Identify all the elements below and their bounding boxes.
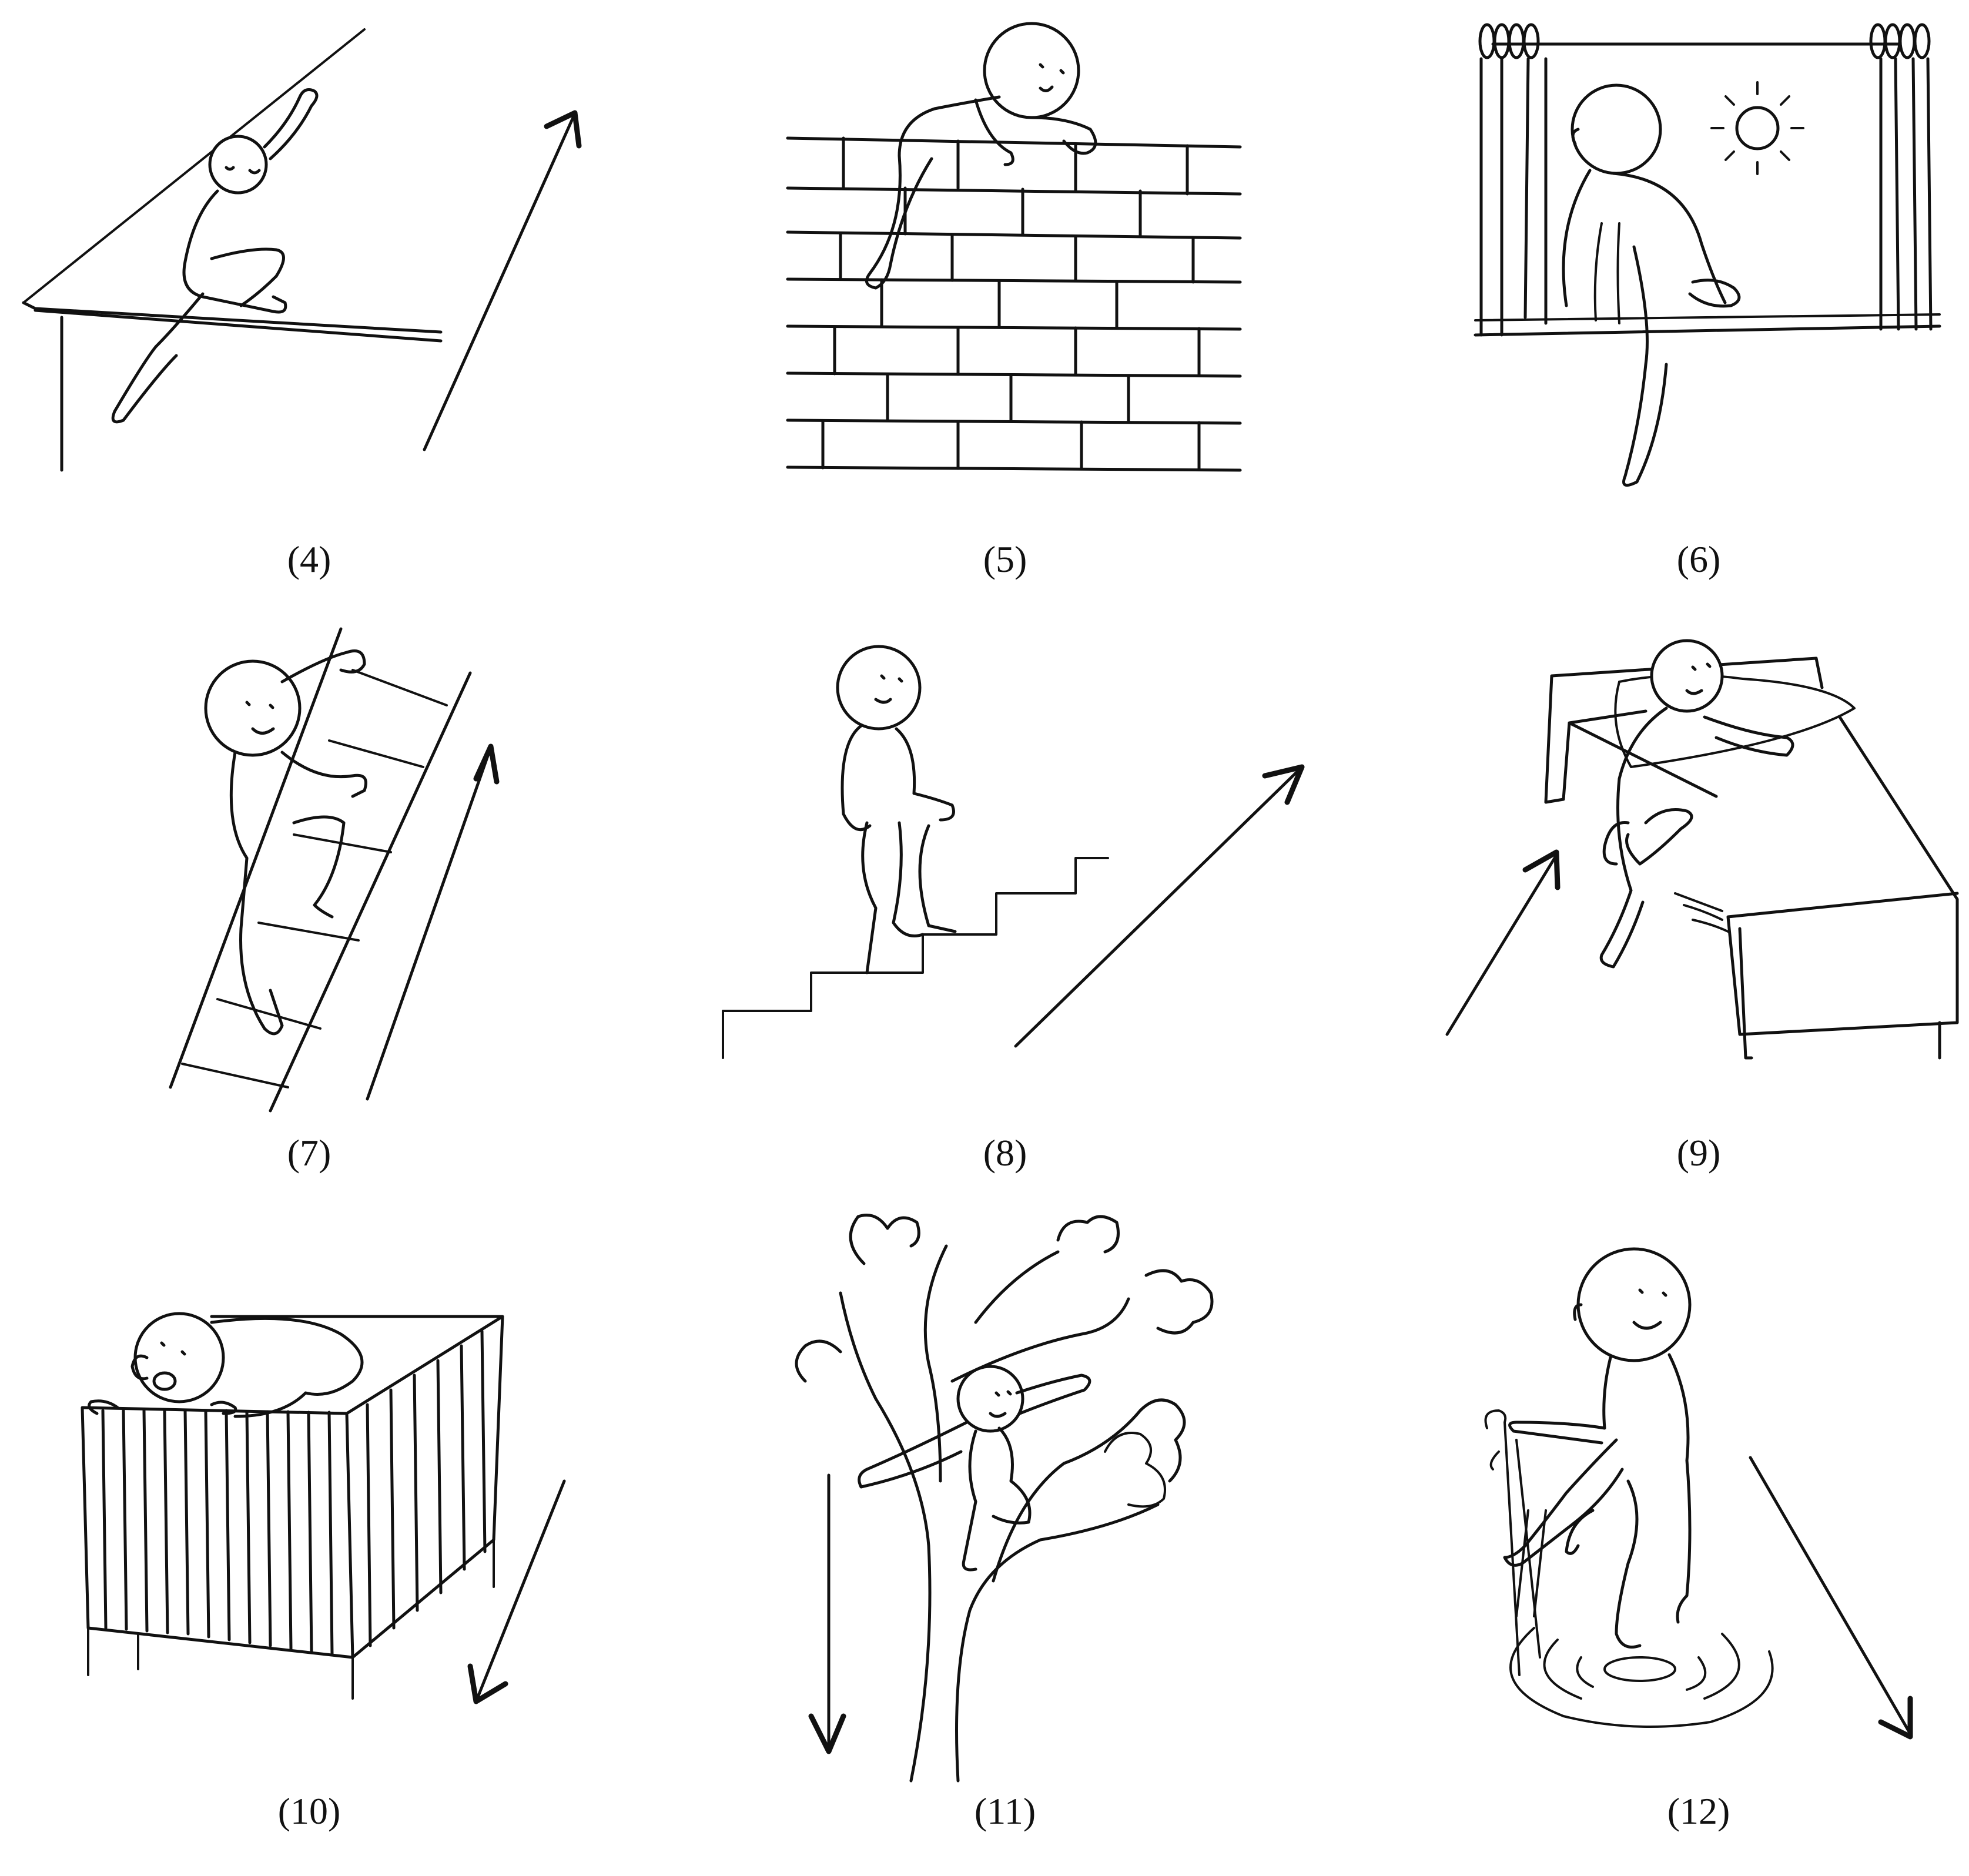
arrow-down-right-icon [1749,1456,1913,1740]
arrow-down-left-icon [467,1479,566,1704]
panel-6-window-climb [1458,0,1969,500]
panel-9-bed-climb [1411,611,1969,1128]
panel-7-label: (7) [287,1132,331,1174]
panel-5-wall-climb [764,0,1270,500]
panel-12-label: (12) [1667,1790,1730,1832]
panel-9-label: (9) [1676,1132,1721,1174]
panel-11-label: (11) [974,1790,1036,1832]
stairs-illustration [722,645,1109,1059]
arrow-down-icon [808,1473,846,1754]
roof-illustration [22,28,443,472]
panel-4-label: (4) [287,538,331,580]
window-illustration [1474,23,1941,487]
panel-12-water-step [1440,1205,1969,1763]
arrow-up-right-icon [366,743,500,1101]
bed-illustration [1544,639,1959,1060]
panel-10-label: (10) [277,1790,341,1832]
tree-illustration [795,1214,1214,1783]
panel-6-label: (6) [1676,538,1721,580]
arrow-up-right-icon [1014,764,1305,1048]
arrow-up-right-icon [423,110,582,451]
arrow-up-right-icon [1445,849,1561,1036]
ladder-illustration [169,627,472,1113]
panel-5-label: (5) [983,538,1027,580]
panel-7-ladder-climb [0,611,647,1128]
panel-8-label: (8) [983,1132,1027,1174]
water-illustration [1484,1247,1774,1728]
brick-wall-illustration [786,22,1242,472]
panel-4-roof-climb [0,0,647,500]
panel-8-stairs-climb [705,611,1352,1128]
panel-11-tree-climb [764,1205,1293,1793]
panel-10-crib-climb [0,1205,647,1734]
crib-illustration [81,1312,504,1700]
